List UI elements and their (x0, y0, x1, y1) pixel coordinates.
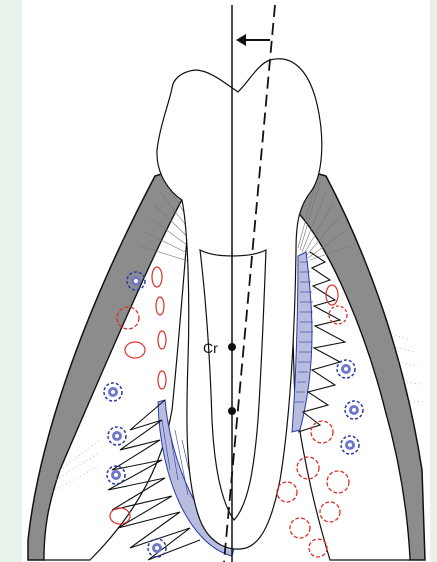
osteoclast-cell-icon (309, 539, 327, 557)
osteoclast-cell-icon (277, 482, 297, 502)
secondary-rotation-point (228, 407, 236, 415)
osteoclast-cell-icon (290, 518, 310, 538)
center-of-rotation-point (228, 343, 236, 351)
cr-label: Cr (203, 340, 218, 356)
force-arrow-icon (236, 34, 270, 46)
